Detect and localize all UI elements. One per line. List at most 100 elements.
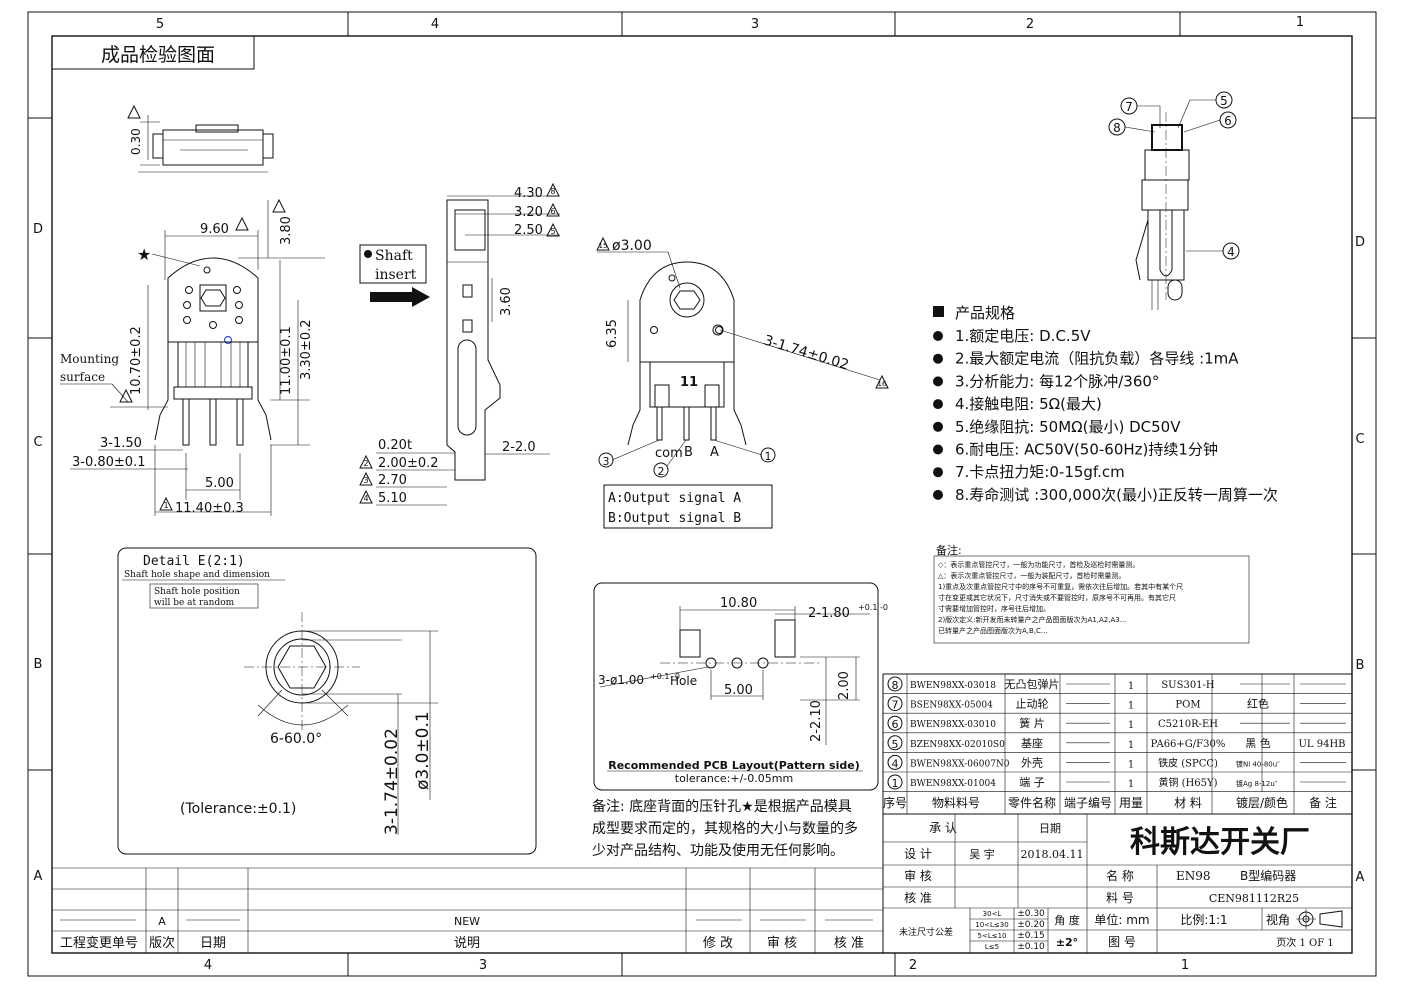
sheet-frame: 5 4 3 2 1 4 3 2 1 D C B A D C B A (27, 11, 1377, 977)
bom-header: 零件名称 (1008, 795, 1056, 810)
rev-col-change: 工程变更单号 (60, 935, 138, 951)
zone-right-A: A (1356, 870, 1365, 885)
spec-item: 7.卡点扭力矩:0-15gf.cm (955, 463, 1125, 481)
bom-finish: 黑 色 (1245, 736, 1271, 750)
bom-material: POM (1175, 700, 1200, 711)
rear-view: 11 15 ø3.00 6.35 3-1.74±0.02 16 com B A … (596, 236, 889, 529)
spec-item: 5.绝缘阻抗: 50MΩ(最小) DC50V (955, 418, 1181, 436)
title-box: 成品检验图面 (51, 35, 255, 70)
tb-page: 页次 1 OF 1 (1276, 936, 1333, 949)
bom-finish: 红色 (1247, 697, 1269, 711)
bom-name: 无凸包弹片 (1005, 677, 1060, 691)
profile-dim-h: 5.10 (378, 491, 407, 506)
note-line: 已转量产之产品图面版次为A,B,C... (938, 626, 1048, 635)
title-block: 承 认 日期 科斯达开关厂 设 计 吴 宇 2018.04.11 审 核 核 准… (882, 813, 1353, 954)
front-dim-right-a: 11.00±0.1 (279, 326, 294, 395)
bom-no: 4 (892, 757, 899, 770)
front-tag-total: 1 (163, 501, 168, 510)
tb-approve: 承 认 (929, 821, 957, 835)
detail-dim-a: 3-1.74±0.02 (382, 728, 402, 835)
zone-left-C: C (33, 435, 42, 450)
spec-bullet-icon (933, 376, 943, 387)
title-box-text: 成品检验图面 (101, 44, 215, 66)
bom-no: 6 (892, 718, 899, 731)
rear-dim-height: 6.35 (605, 319, 620, 348)
bom-header: 序号 (883, 795, 907, 810)
note-line: 寸在变更或其它状况下，尺寸消失或不要管控时，原序号不可再用。有其它尺 (938, 593, 1176, 602)
tb-part-label: 料 号 (1106, 891, 1134, 905)
tb-date: 2018.04.11 (1021, 848, 1084, 861)
front-dim-width: 9.60 (200, 222, 229, 237)
note-line: △：表示次重点管控尺寸，一般为装配尺寸，首检时需量测。 (938, 571, 1125, 580)
profile-tag-f: 2 (363, 459, 368, 468)
tb-angle-label: 角 度 (1054, 913, 1080, 927)
notes-heading: 备注: (936, 543, 962, 557)
tb-check: 核 准 (904, 891, 932, 905)
profile-tag-a: 8 (550, 187, 555, 196)
bom-qty: 1 (1128, 701, 1134, 712)
tol-range: 10<L≤30 (975, 921, 1008, 929)
rear-callout-1: 1 (765, 450, 772, 463)
pin-b: B (684, 445, 693, 460)
bom-no-circle (887, 696, 903, 712)
detail-angle: 6-60.0° (270, 731, 322, 747)
bom-name: 端 子 (1019, 776, 1045, 789)
profile-tag-c: 5 (550, 227, 555, 236)
tol-range: L≤5 (985, 943, 999, 951)
pin-com: com (655, 446, 683, 461)
rear-callout-3: 3 (603, 455, 610, 468)
bom-header: 备 注 (1309, 795, 1337, 810)
tb-scale: 比例:1:1 (1180, 913, 1227, 927)
zone-bottom-2: 2 (909, 958, 917, 973)
tb-drawing-label: 图 号 (1108, 935, 1136, 949)
pcb-dim-slot-w: 2-2.10 (809, 700, 824, 742)
profile-dim-b: 3.20 (514, 205, 543, 220)
pin-a: A (710, 445, 719, 460)
profile-dim-i: 2-2.0 (502, 440, 536, 455)
bom-material: PA66+G/F30% (1151, 739, 1226, 750)
bom-qty: 1 (1128, 720, 1134, 731)
tb-review: 审 核 (904, 868, 932, 883)
zone-top-5: 5 (156, 17, 164, 32)
bom-part: BZEN98XX-02010S0 (910, 740, 1005, 750)
tol-value: ±0.10 (1017, 942, 1045, 952)
pcb-tolerance: tolerance:+/-0.05mm (675, 772, 793, 785)
bom-part: BWEN98XX-03010 (910, 720, 996, 730)
bom-name: 外壳 (1021, 755, 1043, 769)
bom-no-circle (887, 754, 903, 770)
profile-tag-h: 4 (363, 494, 368, 503)
projection-symbol-icon (1296, 909, 1343, 929)
rev-col-modify: 修 改 (703, 936, 733, 951)
bom-qty: 1 (1128, 779, 1134, 790)
bom-finish: 镀Ag 8-12u″ (1236, 779, 1278, 788)
revision-table: A NEW 工程变更单号 版次 日期 说明 修 改 审 核 核 准 (52, 867, 883, 953)
detail-tolerance: (Tolerance:±0.1) (180, 801, 296, 817)
remark-line-1: 备注: 底座背面的压针孔★是根据产品模具 (592, 798, 852, 815)
bom-no: 1 (892, 777, 899, 790)
zone-bottom-4: 4 (204, 958, 212, 973)
bom-header: 用量 (1119, 796, 1143, 810)
spec-bullet-icon (933, 353, 943, 364)
shaft-insert-line1: Shaft (375, 248, 413, 264)
spec-item: 1.额定电压: D.C.5V (955, 327, 1091, 345)
profile-dim-e: 0.20t (378, 438, 412, 453)
remark-block: 备注: 底座背面的压针孔★是根据产品模具 成型要求而定的，其规格的大小与数量的多… (592, 798, 858, 859)
front-dim-height-top: 3.80 (279, 216, 294, 245)
pcb-hole: 3-ø1.00 (598, 673, 644, 687)
detail-note-2: will be at random (154, 598, 235, 608)
bom-part: BSEN98XX-05004 (910, 701, 993, 711)
bom-header: 端子编号 (1064, 795, 1112, 810)
bom-header: 材 料 (1174, 796, 1202, 810)
note-line: ◇：表示重点管控尺寸，一般为功能尺寸，首检及巡检时需量测。 (938, 560, 1139, 569)
front-view: ★ 9.60 3.80 10.70±0.2 11.00±0.1 3.30±0.2… (60, 198, 325, 516)
rev-desc: NEW (454, 915, 480, 928)
rev-letter: A (158, 915, 166, 928)
profile-dim-a: 4.30 (514, 186, 543, 201)
tb-date-label: 日期 (1039, 822, 1061, 835)
specs-heading: 产品规格 (955, 304, 1015, 322)
tb-unit: 单位: mm (1094, 912, 1149, 927)
